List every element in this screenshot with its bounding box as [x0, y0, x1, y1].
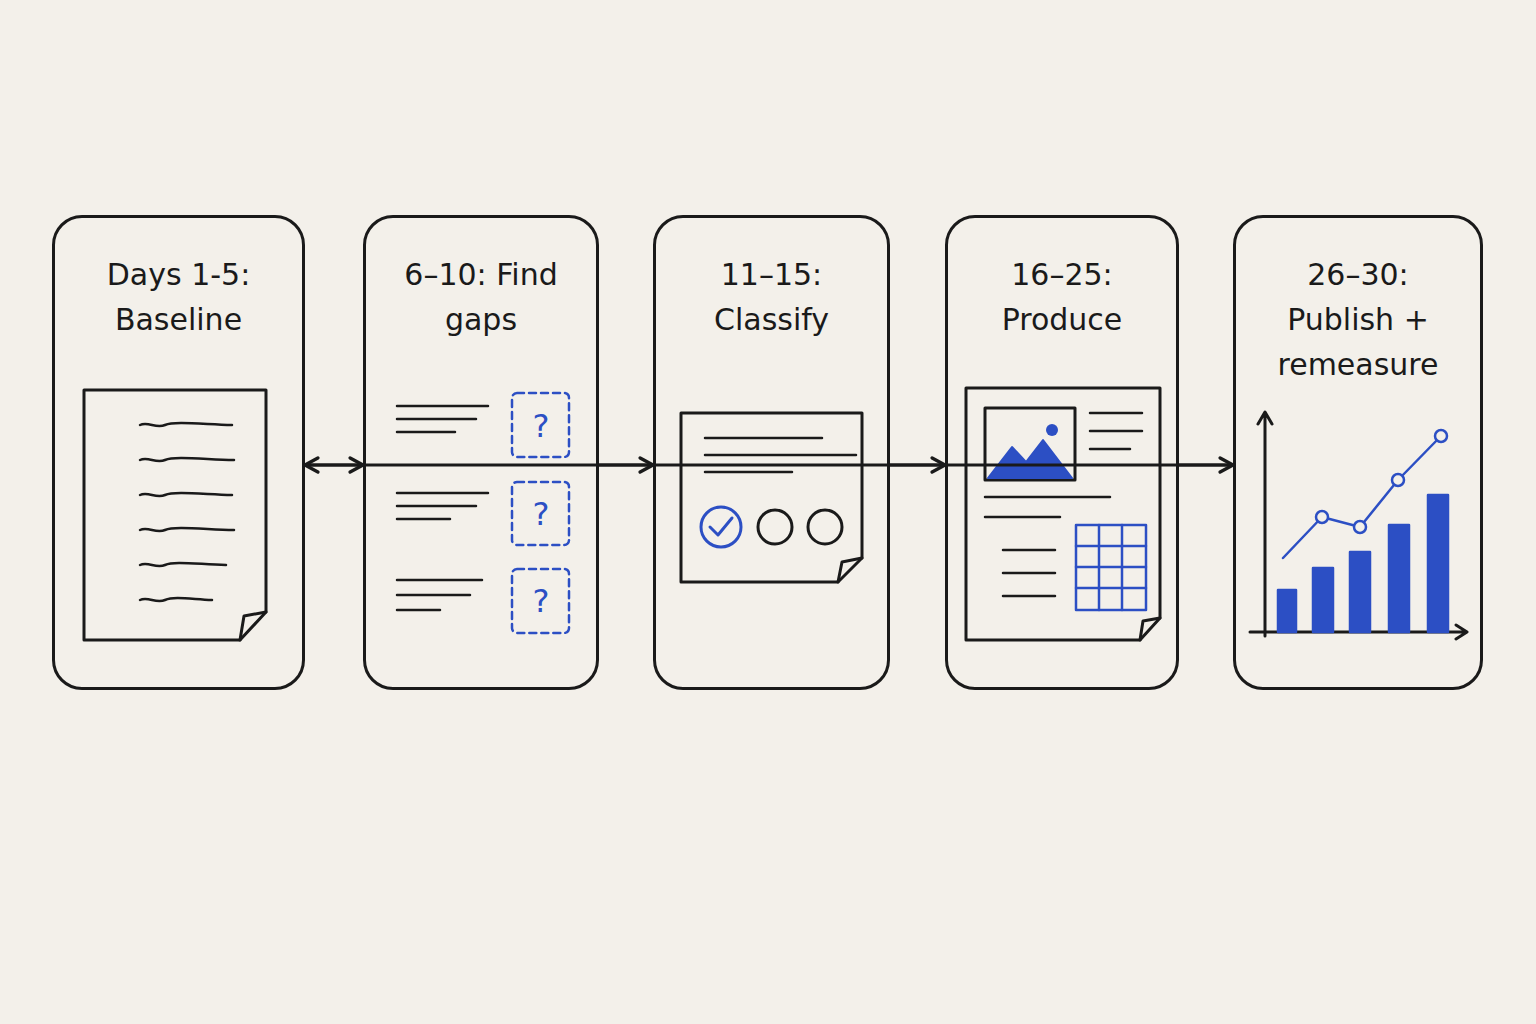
text-line [1003, 595, 1055, 598]
text-line [140, 423, 232, 426]
gap-question-mark: ? [533, 410, 550, 442]
text-line [705, 454, 856, 457]
table-grid [1076, 525, 1146, 610]
text-line [985, 496, 1110, 499]
document-page [966, 388, 1160, 640]
text-line [140, 493, 232, 496]
trend-point [1392, 474, 1404, 486]
text-line [705, 471, 792, 474]
gap-question-mark: ? [533, 498, 550, 530]
text-line [140, 598, 212, 601]
page-fold [1140, 618, 1160, 640]
table-icon [1076, 525, 1146, 610]
card [681, 413, 862, 582]
text-line [1003, 549, 1055, 552]
text-line [1090, 430, 1142, 433]
text-line [140, 458, 234, 461]
step-title: 6–10: Find gaps [366, 252, 596, 342]
check-mark [710, 518, 732, 535]
step-title: 11–15: Classify [656, 252, 887, 342]
text-line [1090, 448, 1130, 451]
text-line [397, 405, 488, 408]
text-line [397, 492, 488, 495]
document-page [84, 390, 266, 640]
text-line [1090, 412, 1142, 415]
bar [1313, 568, 1333, 632]
step-arrow [1179, 464, 1233, 467]
page-fold [240, 612, 266, 640]
gap-lines [397, 406, 488, 610]
empty-option [758, 510, 792, 544]
trend-points [1316, 430, 1447, 533]
bar [1350, 552, 1370, 632]
table-frame [1076, 525, 1146, 610]
empty-option [808, 510, 842, 544]
mountain-icon [988, 440, 1072, 478]
step-box: Days 1-5: Baseline [52, 215, 305, 690]
bar [1278, 590, 1296, 632]
sun-icon [1046, 424, 1058, 436]
step-arrow [599, 464, 653, 467]
gap-question-mark: ? [533, 585, 550, 617]
step-title: 16–25: Produce [948, 252, 1176, 342]
step-box: 26–30: Publish + remeasure [1233, 215, 1483, 690]
checked-option [701, 507, 741, 547]
text-line [985, 516, 1060, 519]
dashed-box [512, 569, 569, 633]
loop-arrow [305, 464, 1233, 467]
dashed-box [512, 482, 569, 545]
text-line [1003, 572, 1055, 575]
trend-line [1283, 436, 1441, 558]
text-line [397, 609, 440, 612]
bar [1428, 495, 1448, 632]
text-line [140, 528, 234, 531]
trend-point [1316, 511, 1328, 523]
gap-boxes [512, 393, 569, 633]
list-lines [140, 423, 234, 601]
text-line [397, 418, 476, 421]
step-box: 6–10: Find gaps [363, 215, 599, 690]
step-box: 11–15: Classify [653, 215, 890, 690]
step-title: Days 1-5: Baseline [55, 252, 302, 342]
trend-point [1354, 521, 1366, 533]
y-axis [1258, 412, 1272, 636]
text-line [397, 579, 482, 582]
step-arrow [305, 464, 363, 467]
bar [1389, 525, 1409, 632]
dashed-box [512, 393, 569, 457]
text-line [397, 431, 455, 434]
text-line [140, 563, 226, 566]
step-box: 16–25: Produce [945, 215, 1179, 690]
trend-point [1435, 430, 1447, 442]
text-line [397, 505, 476, 508]
bars [1278, 495, 1448, 632]
text-line [705, 437, 822, 440]
text-line [397, 594, 470, 597]
step-title: 26–30: Publish + remeasure [1236, 252, 1480, 387]
text-line [397, 518, 450, 521]
image-frame [985, 408, 1075, 480]
step-arrow [890, 464, 945, 467]
card-fold [838, 558, 862, 582]
